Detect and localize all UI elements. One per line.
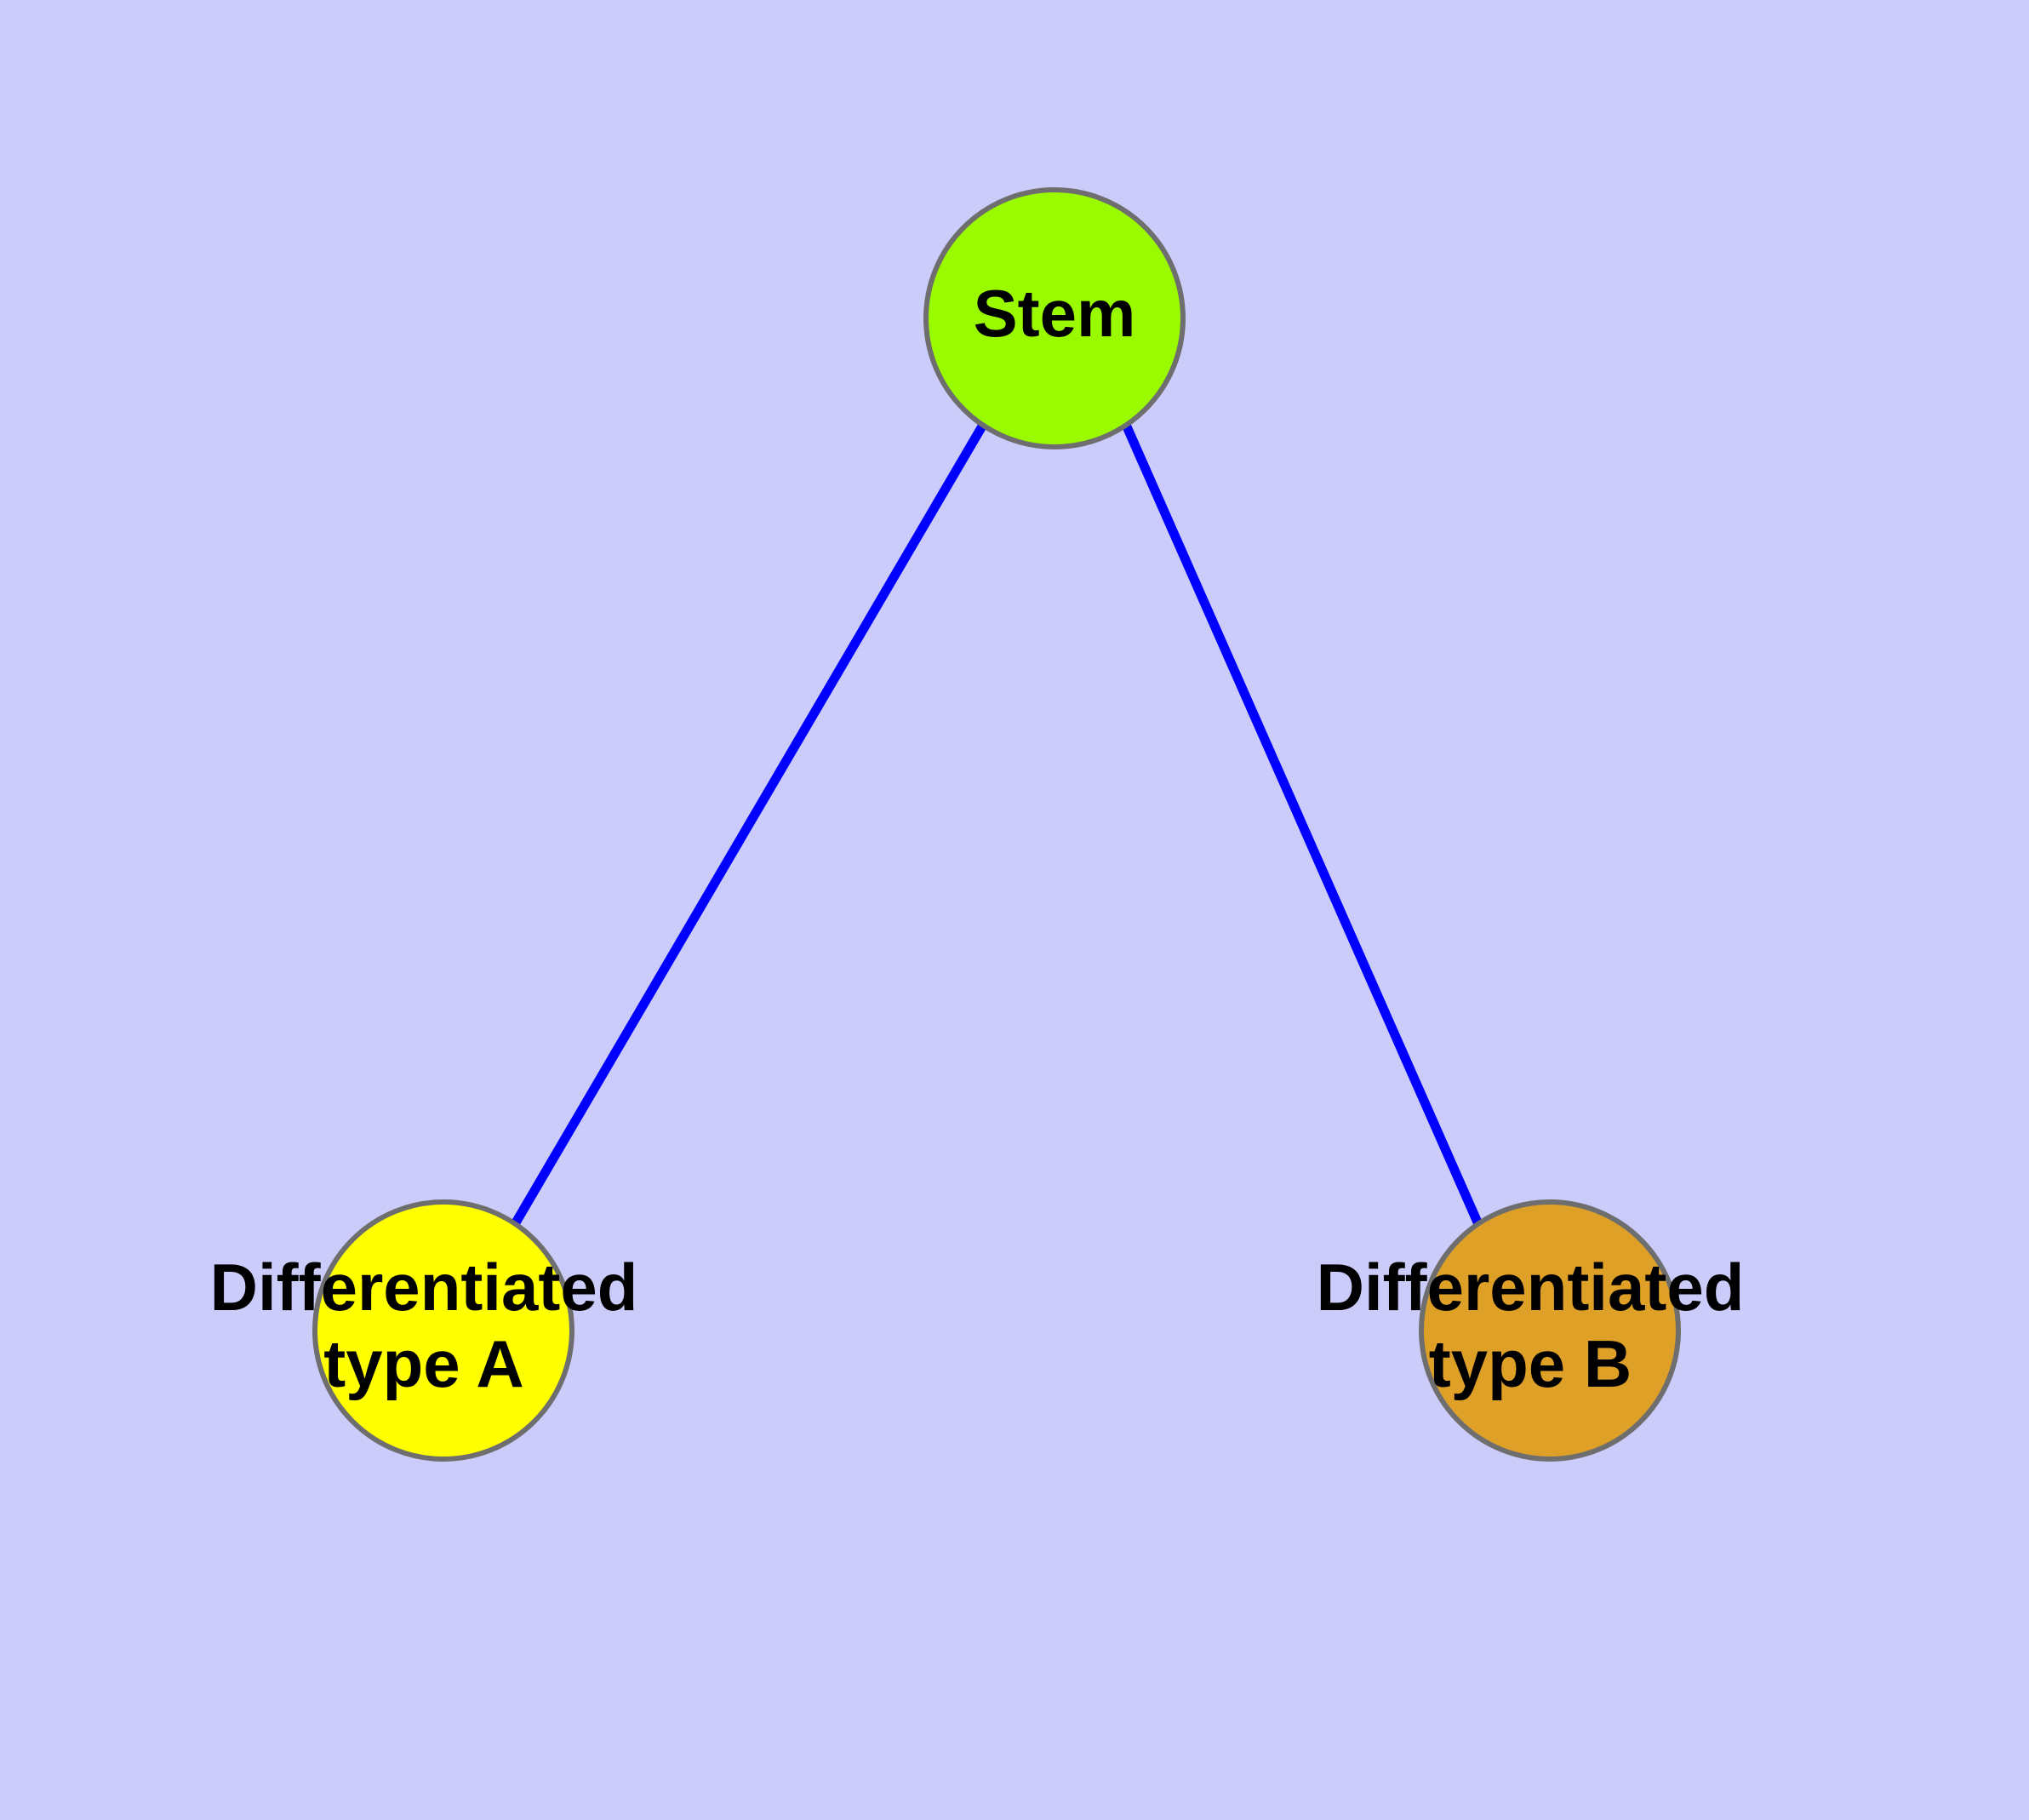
- node-label-line: type A: [323, 1326, 524, 1401]
- node-differentiated-type-b[interactable]: [1419, 1199, 1681, 1462]
- edge-stem-to-differentiated-type-a[interactable]: [511, 422, 987, 1227]
- node-label-line: Stem: [974, 276, 1136, 351]
- node-layer: [312, 187, 1681, 1462]
- node-differentiated-type-a[interactable]: [312, 1199, 574, 1462]
- edge-stem-to-differentiated-type-b[interactable]: [1121, 422, 1483, 1227]
- node-label-stem: Stem: [974, 276, 1136, 351]
- edge-layer: [511, 422, 1483, 1227]
- node-label-line: Differentiated: [1317, 1250, 1745, 1325]
- node-stem[interactable]: [923, 187, 1186, 449]
- node-label-line: type B: [1429, 1326, 1632, 1401]
- node-label-line: Differentiated: [210, 1250, 638, 1325]
